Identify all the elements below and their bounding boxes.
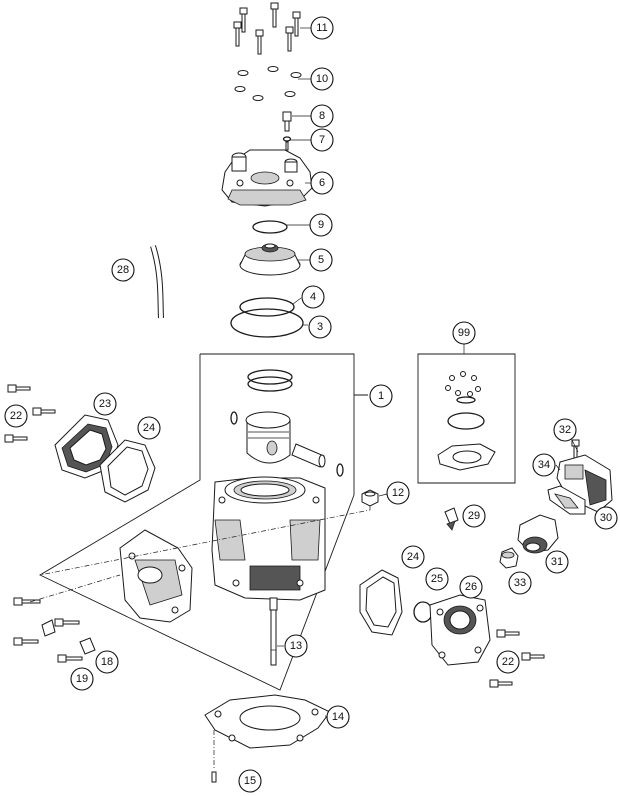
callout-14: 14 bbox=[326, 705, 350, 729]
svg-text:99: 99 bbox=[458, 327, 470, 339]
head-stud-and-seal bbox=[282, 111, 292, 151]
callout-13: 13 bbox=[284, 634, 308, 658]
cylinder-head bbox=[221, 149, 313, 207]
callout-8: 8 bbox=[310, 104, 334, 128]
cylinder bbox=[211, 476, 326, 601]
callout-15: 15 bbox=[238, 769, 262, 793]
callout-3: 3 bbox=[308, 315, 332, 339]
callout-24-left: 24 bbox=[137, 416, 161, 440]
svg-text:34: 34 bbox=[538, 459, 550, 471]
svg-text:12: 12 bbox=[392, 487, 404, 499]
combustion-chamber-o-ring bbox=[252, 220, 288, 234]
callout-1: 1 bbox=[369, 384, 393, 408]
svg-text:1: 1 bbox=[378, 390, 384, 402]
svg-text:28: 28 bbox=[117, 264, 129, 276]
throttle-connector bbox=[517, 514, 559, 554]
piston-pin bbox=[291, 443, 326, 468]
temperature-sensor bbox=[444, 507, 459, 531]
leader-lines bbox=[277, 27, 579, 717]
callout-23: 23 bbox=[93, 392, 117, 416]
retaining-clip bbox=[79, 637, 96, 655]
callout-31: 31 bbox=[545, 550, 569, 574]
sealing-cap bbox=[499, 547, 519, 569]
callout-34: 34 bbox=[532, 453, 556, 477]
callout-26: 26 bbox=[459, 575, 483, 599]
svg-text:26: 26 bbox=[465, 581, 477, 593]
svg-text:4: 4 bbox=[310, 291, 316, 303]
svg-text:29: 29 bbox=[468, 510, 480, 522]
actuator-bracket bbox=[547, 485, 586, 515]
svg-text:8: 8 bbox=[319, 110, 325, 122]
svg-text:14: 14 bbox=[332, 711, 344, 723]
svg-text:11: 11 bbox=[316, 22, 327, 34]
svg-text:33: 33 bbox=[514, 577, 526, 589]
cylinder-o-ring-small bbox=[239, 297, 295, 317]
exhaust-control-housing bbox=[119, 529, 193, 623]
callout-24-right: 24 bbox=[401, 545, 425, 569]
callout-18: 18 bbox=[95, 650, 119, 674]
dowel-pin bbox=[211, 730, 217, 783]
cylinder-base-gasket bbox=[204, 694, 331, 749]
callout-9: 9 bbox=[309, 213, 333, 237]
svg-text:19: 19 bbox=[76, 673, 88, 685]
callout-22-left: 22 bbox=[4, 404, 28, 428]
svg-text:22: 22 bbox=[10, 410, 22, 422]
svg-text:25: 25 bbox=[431, 573, 443, 585]
callout-6: 6 bbox=[310, 171, 334, 195]
piston-rings bbox=[247, 369, 293, 392]
gasket-kit-contents bbox=[437, 371, 496, 471]
callout-29: 29 bbox=[462, 504, 486, 528]
cylinder-nut bbox=[361, 489, 379, 507]
svg-text:10: 10 bbox=[316, 73, 328, 85]
callout-25: 25 bbox=[425, 567, 449, 591]
callout-22-right: 22 bbox=[496, 650, 520, 674]
svg-text:9: 9 bbox=[318, 219, 324, 231]
svg-text:22: 22 bbox=[502, 656, 514, 668]
svg-text:30: 30 bbox=[600, 512, 612, 524]
svg-text:5: 5 bbox=[318, 254, 324, 266]
callout-28: 28 bbox=[111, 258, 135, 282]
callout-30: 30 bbox=[594, 506, 618, 530]
callout-4: 4 bbox=[301, 285, 325, 309]
callout-12: 12 bbox=[386, 481, 410, 505]
exhaust-housing-bolts bbox=[13, 597, 83, 663]
cylinder-head-bolts bbox=[233, 2, 301, 55]
callout-11: 11 bbox=[310, 16, 334, 40]
combustion-chamber-insert bbox=[239, 243, 301, 276]
callout-5: 5 bbox=[309, 248, 333, 272]
callout-10: 10 bbox=[310, 67, 334, 91]
head-bolt-washers bbox=[234, 66, 302, 101]
callout-19: 19 bbox=[70, 667, 94, 691]
intake-o-ring bbox=[413, 601, 433, 623]
svg-text:32: 32 bbox=[559, 424, 571, 436]
svg-text:7: 7 bbox=[319, 134, 325, 146]
callout-7: 7 bbox=[310, 128, 334, 152]
callout-99: 99 bbox=[452, 321, 476, 345]
svg-text:24: 24 bbox=[143, 422, 155, 434]
svg-text:13: 13 bbox=[290, 640, 302, 652]
svg-text:18: 18 bbox=[101, 656, 113, 668]
gasket-kit-frame bbox=[417, 353, 516, 484]
svg-text:23: 23 bbox=[99, 398, 111, 410]
callout-32: 32 bbox=[553, 418, 577, 442]
svg-text:6: 6 bbox=[319, 177, 325, 189]
svg-text:24: 24 bbox=[407, 551, 419, 563]
intake-flange-bolts bbox=[489, 629, 545, 688]
piston bbox=[230, 411, 344, 477]
cylinder-o-ring-large bbox=[230, 308, 304, 338]
exhaust-cover-bolts bbox=[4, 384, 56, 443]
svg-text:3: 3 bbox=[317, 321, 323, 333]
callout-33: 33 bbox=[508, 571, 532, 595]
intake-flange bbox=[429, 594, 491, 666]
svg-text:15: 15 bbox=[244, 775, 256, 787]
cylinder-stud bbox=[269, 597, 278, 666]
svg-text:31: 31 bbox=[551, 556, 563, 568]
